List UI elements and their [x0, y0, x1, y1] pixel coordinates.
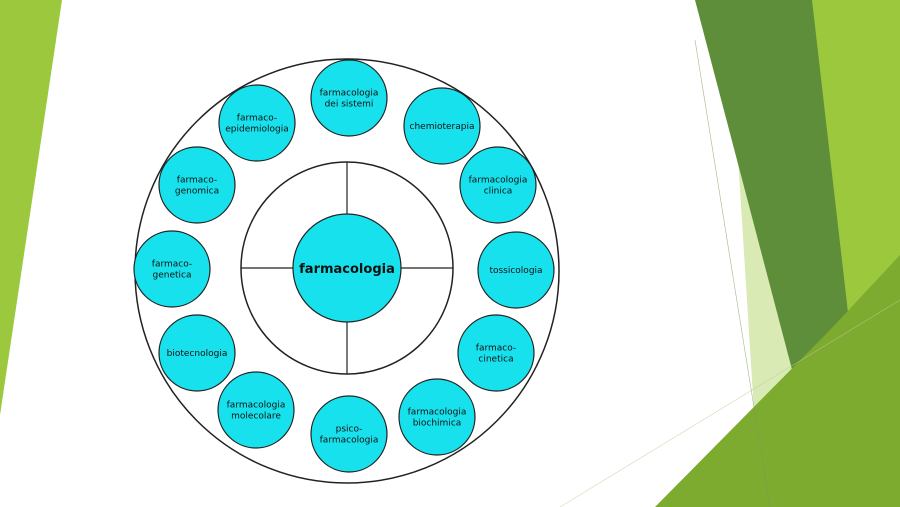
- node-circle: [457, 314, 535, 392]
- node-label: molecolare: [231, 412, 281, 422]
- node-circle: [459, 146, 537, 224]
- node-label: farmacologia: [320, 436, 379, 446]
- node-label: clinica: [484, 187, 513, 197]
- node-circle: [158, 314, 236, 392]
- node-label: genetica: [153, 271, 192, 281]
- right-thin-line: [694, 39, 771, 507]
- node-circle: [133, 230, 211, 308]
- node-label: farmaco-: [152, 260, 192, 270]
- right-thin-line-2: [559, 299, 900, 507]
- node-label: farmaco-: [237, 114, 277, 124]
- right-dark-leaf: [695, 0, 850, 400]
- left-green-bar: [0, 0, 62, 415]
- right-mid-leaf: [655, 255, 900, 507]
- node-label: farmacologia: [320, 89, 379, 99]
- node-label: cinetica: [478, 355, 513, 365]
- node-label: farmaco-: [476, 344, 516, 354]
- node-circle: [217, 371, 295, 449]
- node-label: farmacologia: [227, 401, 286, 411]
- node-label: genomica: [175, 187, 219, 197]
- node-circle: [310, 395, 388, 473]
- node-circle: [310, 59, 388, 137]
- node-circle: [158, 146, 236, 224]
- node-label: farmaco-: [177, 176, 217, 186]
- center-label: farmacologia: [299, 262, 395, 277]
- node-circle: [398, 378, 476, 456]
- node-label: biotecnologia: [167, 349, 228, 359]
- node-label: biochimica: [413, 419, 462, 429]
- node-circle: [218, 84, 296, 162]
- node-circle: [477, 231, 555, 309]
- node-label: tossicologia: [489, 266, 542, 276]
- node-label: psico-: [336, 425, 363, 435]
- node-label: epidemiologia: [225, 125, 289, 135]
- node-label: farmacologia: [408, 408, 467, 418]
- node-label: chemioterapia: [410, 122, 475, 132]
- node-label: dei sistemi: [325, 100, 374, 110]
- center-node: [292, 213, 402, 323]
- node-label: farmacologia: [469, 176, 528, 186]
- node-circle: [403, 87, 481, 165]
